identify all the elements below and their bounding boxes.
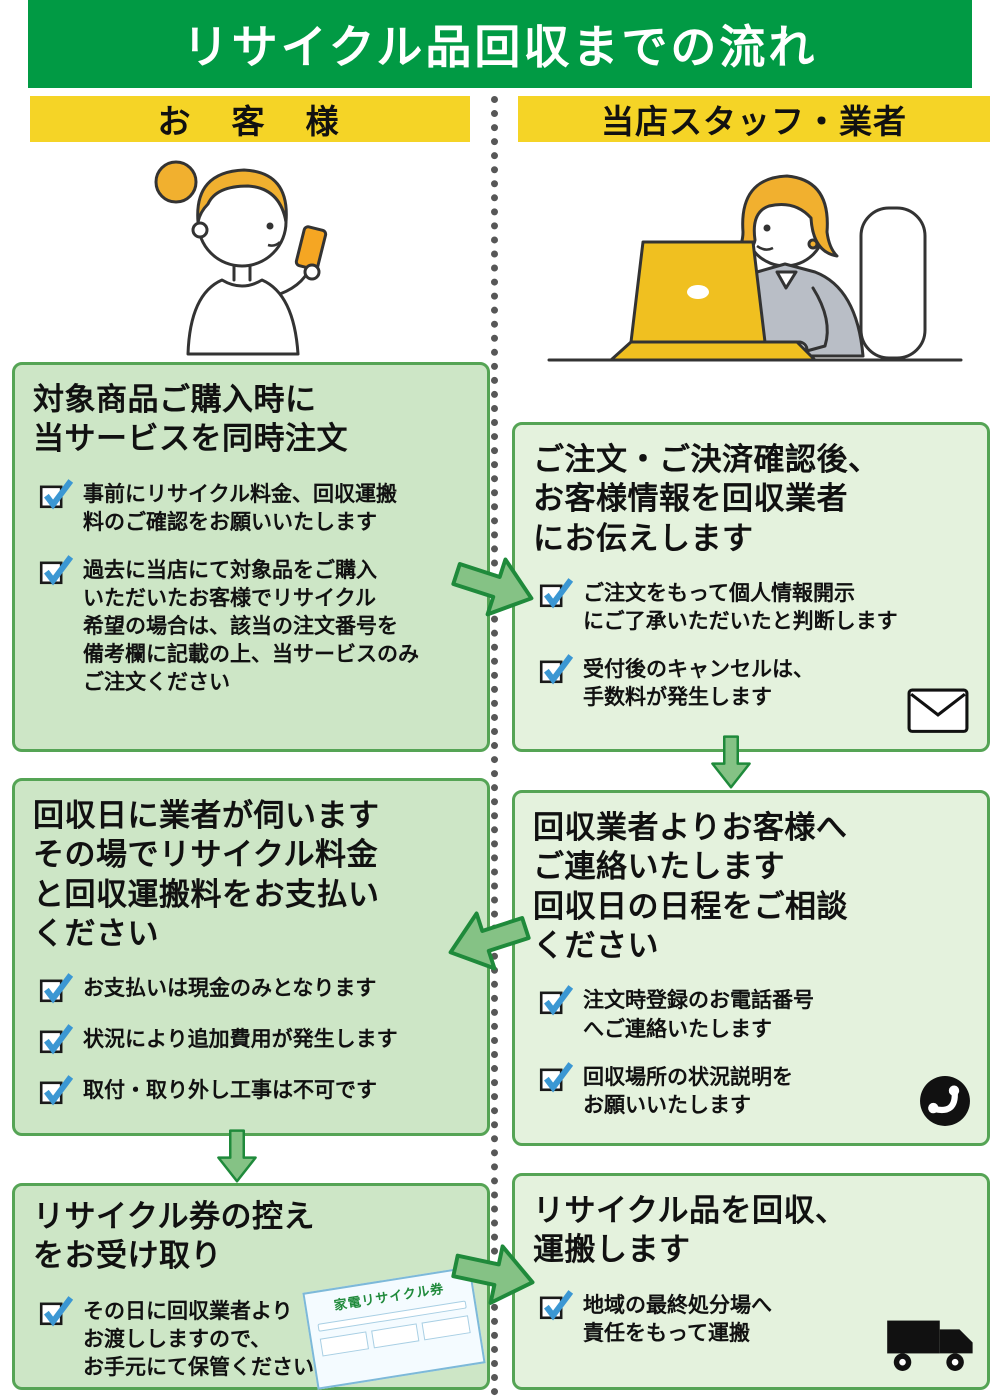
phone-icon: [919, 1075, 971, 1127]
item-text: 受付後のキャンセルは、 手数料が発生します: [583, 657, 814, 710]
list-item: 回収場所の状況説明を お願いいたします: [533, 1056, 969, 1119]
item-text: ご注文をもって個人情報開示 にご了承いただいたと判断します: [583, 581, 898, 634]
customer-step-ticket-box: リサイクル券の控え をお受け取り その日に回収業者より お渡ししますので、 お手…: [12, 1183, 490, 1390]
customer-step-order-title: 対象商品ご購入時に 当サービスを同時注文: [33, 382, 348, 458]
list-item: ご注文をもって個人情報開示 にご了承いただいたと判断します: [533, 572, 969, 635]
staff-step-collect-box: リサイクル品を回収、 運搬します 地域の最終処分場へ 責任をもって運搬: [512, 1173, 990, 1390]
checkbox-check-icon: [539, 648, 573, 686]
item-text: 状況により追加費用が発生します: [83, 1027, 398, 1052]
item-text: お支払いは現金のみとなります: [83, 976, 377, 1001]
staff-step-contact-title: 回収業者よりお客様へ ご連絡いたします 回収日の日程をご相談 ください: [533, 810, 848, 965]
item-text: 注文時登録のお電話番号 へご連絡いたします: [583, 988, 814, 1041]
item-text: その日に回収業者より お渡ししますので、 お手元にて保管ください: [83, 1298, 314, 1379]
list-item: お支払いは現金のみとなります: [33, 967, 469, 1005]
truck-icon: [885, 1314, 977, 1375]
item-text: 過去に当店にて対象品をご購入 いただいたお客様でリサイクル 希望の場合は、該当の…: [83, 557, 419, 695]
checkbox-check-icon: [539, 1284, 573, 1322]
list-item: 受付後のキャンセルは、 手数料が発生します: [533, 648, 969, 711]
customer-illustration: [154, 160, 328, 356]
checkbox-check-icon: [539, 572, 573, 610]
checkbox-check-icon: [539, 1056, 573, 1094]
item-text: 回収場所の状況説明を お願いいたします: [583, 1064, 793, 1117]
staff-header-label: 当店スタッフ・業者: [601, 102, 907, 141]
checkbox-check-icon: [39, 967, 73, 1005]
staff-step-confirm-title: ご注文・ご決済確認後、 お客様情報を回収業者 にお伝えします: [533, 442, 880, 557]
staff-step-contact-box: 回収業者よりお客様へ ご連絡いたします 回収日の日程をご相談 ください 注文時登…: [512, 790, 990, 1146]
envelope-icon: [907, 688, 969, 733]
arrow-customer1-to-staff1-icon: [444, 541, 545, 632]
customer-column-header: お 客 様: [30, 96, 470, 142]
arrow-customer3-to-staff3-icon: [446, 1232, 542, 1316]
customer-step-payment-box: 回収日に業者が伺います その場でリサイクル料金 と回収運搬料をお支払い ください…: [12, 778, 490, 1136]
column-divider: [491, 96, 498, 1396]
arrow-staff1-down-icon: [709, 735, 753, 789]
staff-illustration: [547, 174, 963, 362]
staff-step-confirm-box: ご注文・ご決済確認後、 お客様情報を回収業者 にお伝えします ご注文をもって個人…: [512, 422, 990, 752]
checkbox-check-icon: [39, 473, 73, 511]
list-item: 取付・取り外し工事は不可です: [33, 1069, 469, 1107]
list-item: 注文時登録のお電話番号 へご連絡いたします: [533, 979, 969, 1042]
checkbox-check-icon: [39, 1018, 73, 1056]
item-text: 取付・取り外し工事は不可です: [83, 1078, 377, 1103]
page-title: リサイクル品回収までの流れ: [182, 20, 818, 74]
checkbox-check-icon: [539, 979, 573, 1017]
title-banner: リサイクル品回収までの流れ: [28, 0, 972, 88]
item-text: 地域の最終処分場へ 責任をもって運搬: [583, 1292, 772, 1345]
staff-column-header: 当店スタッフ・業者: [518, 96, 990, 142]
arrow-staff2-to-customer2-icon: [438, 895, 539, 986]
list-item: 過去に当店にて対象品をご購入 いただいたお客様でリサイクル 希望の場合は、該当の…: [33, 549, 469, 697]
list-item: 状況により追加費用が発生します: [33, 1018, 469, 1056]
checkbox-check-icon: [39, 1290, 73, 1328]
checkbox-check-icon: [39, 549, 73, 587]
list-item: その日に回収業者より お渡ししますので、 お手元にて保管ください: [33, 1290, 469, 1381]
customer-step-order-box: 対象商品ご購入時に 当サービスを同時注文 事前にリサイクル料金、回収運搬 料のご…: [12, 362, 490, 752]
customer-step-payment-title: 回収日に業者が伺います その場でリサイクル料金 と回収運搬料をお支払い ください: [33, 798, 380, 953]
checkbox-check-icon: [39, 1069, 73, 1107]
item-text: 事前にリサイクル料金、回収運搬 料のご確認をお願いいたします: [83, 481, 397, 534]
list-item: 事前にリサイクル料金、回収運搬 料のご確認をお願いいたします: [33, 473, 469, 536]
customer-header-label: お 客 様: [157, 102, 343, 141]
customer-step-ticket-title: リサイクル券の控え をお受け取り: [33, 1199, 315, 1275]
list-item: 地域の最終処分場へ 責任をもって運搬: [533, 1284, 969, 1347]
staff-step-collect-title: リサイクル品を回収、 運搬します: [533, 1193, 847, 1269]
arrow-customer2-down-icon: [215, 1129, 259, 1183]
